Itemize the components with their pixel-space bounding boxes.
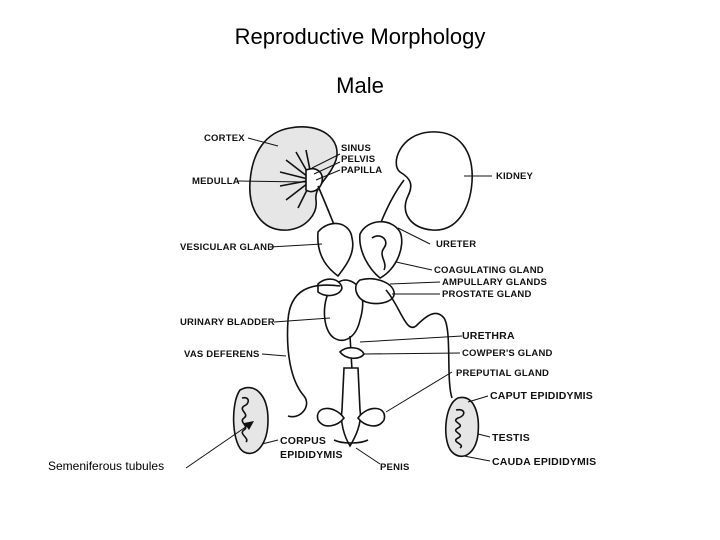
label-sinus: SINUS [341, 143, 371, 154]
cowpers-gland [338, 346, 365, 360]
annotation-arrow-line [185, 423, 251, 469]
right-vas-deferens [385, 289, 453, 399]
label-coagulating-gland: COAGULATING GLAND [434, 265, 544, 276]
leader-testis [477, 433, 491, 438]
penis [340, 367, 362, 448]
leader-cauda-epididymis [463, 455, 491, 462]
label-cortex: CORTEX [204, 133, 245, 144]
leader-corpus-epididymis [261, 439, 279, 445]
leader-urinary-bladder [273, 317, 331, 323]
leader-papilla [315, 169, 341, 181]
label-prostate-gland: PROSTATE GLAND [442, 289, 532, 300]
leader-cowpers-gland [363, 352, 461, 355]
leader-urethra [359, 335, 463, 343]
leader-vas-deferens [261, 353, 287, 357]
leader-penis [355, 447, 381, 465]
label-ureter: URETER [436, 239, 476, 250]
label-urinary-bladder: URINARY BLADDER [180, 317, 275, 328]
label-cowpers-gland: COWPER'S GLAND [462, 348, 553, 359]
leader-ureter [397, 227, 431, 245]
label-epididymis: EPIDIDYMIS [280, 449, 343, 461]
right-preputial-gland [357, 407, 386, 427]
leader-sinus [311, 153, 341, 169]
label-kidney: KIDNEY [496, 171, 534, 182]
left-vesicular-gland [317, 222, 354, 278]
label-preputial-gland: PREPUTIAL GLAND [456, 368, 549, 379]
right-kidney [395, 131, 473, 231]
leader-preputial-gland [385, 371, 453, 413]
leader-vesicular-gland [269, 243, 323, 248]
left-kidney-section [249, 126, 338, 231]
annotation-semeniferous-tubules: Semeniferous tubules [48, 459, 165, 473]
label-testis: TESTIS [492, 432, 530, 444]
leader-medulla [237, 180, 307, 183]
label-medulla: MEDULLA [192, 176, 240, 187]
label-pelvis: PELVIS [341, 154, 375, 165]
label-cauda-epididymis: CAUDA EPIDIDYMIS [492, 456, 596, 468]
right-vesicular-gland [359, 220, 403, 279]
annotation-arrowhead [244, 421, 254, 430]
leader-caput-epididymis [467, 395, 489, 403]
label-vas-deferens: VAS DEFERENS [184, 349, 260, 360]
label-papilla: PAPILLA [341, 165, 382, 176]
leader-pelvis [313, 161, 341, 175]
left-vas-deferens [286, 284, 341, 418]
slide-subtitle: Male [336, 73, 384, 98]
ampullary-gland [317, 278, 343, 297]
leader-ampullary-glands [389, 281, 441, 285]
label-caput-epididymis: CAPUT EPIDIDYMIS [490, 390, 593, 402]
label-urethra: URETHRA [462, 330, 515, 342]
right-testis [444, 396, 480, 458]
label-vesicular-gland: VESICULAR GLAND [180, 242, 274, 253]
left-preputial-gland [316, 407, 345, 427]
prostate-gland [354, 277, 395, 305]
leader-cortex [247, 137, 279, 147]
label-ampullary-glands: AMPULLARY GLANDS [442, 277, 547, 288]
left-testis [232, 386, 269, 455]
leader-coagulating-gland [395, 261, 433, 271]
slide-title: Reproductive Morphology [234, 24, 486, 49]
label-penis: PENIS [380, 462, 410, 473]
label-corpus: CORPUS [280, 435, 326, 447]
